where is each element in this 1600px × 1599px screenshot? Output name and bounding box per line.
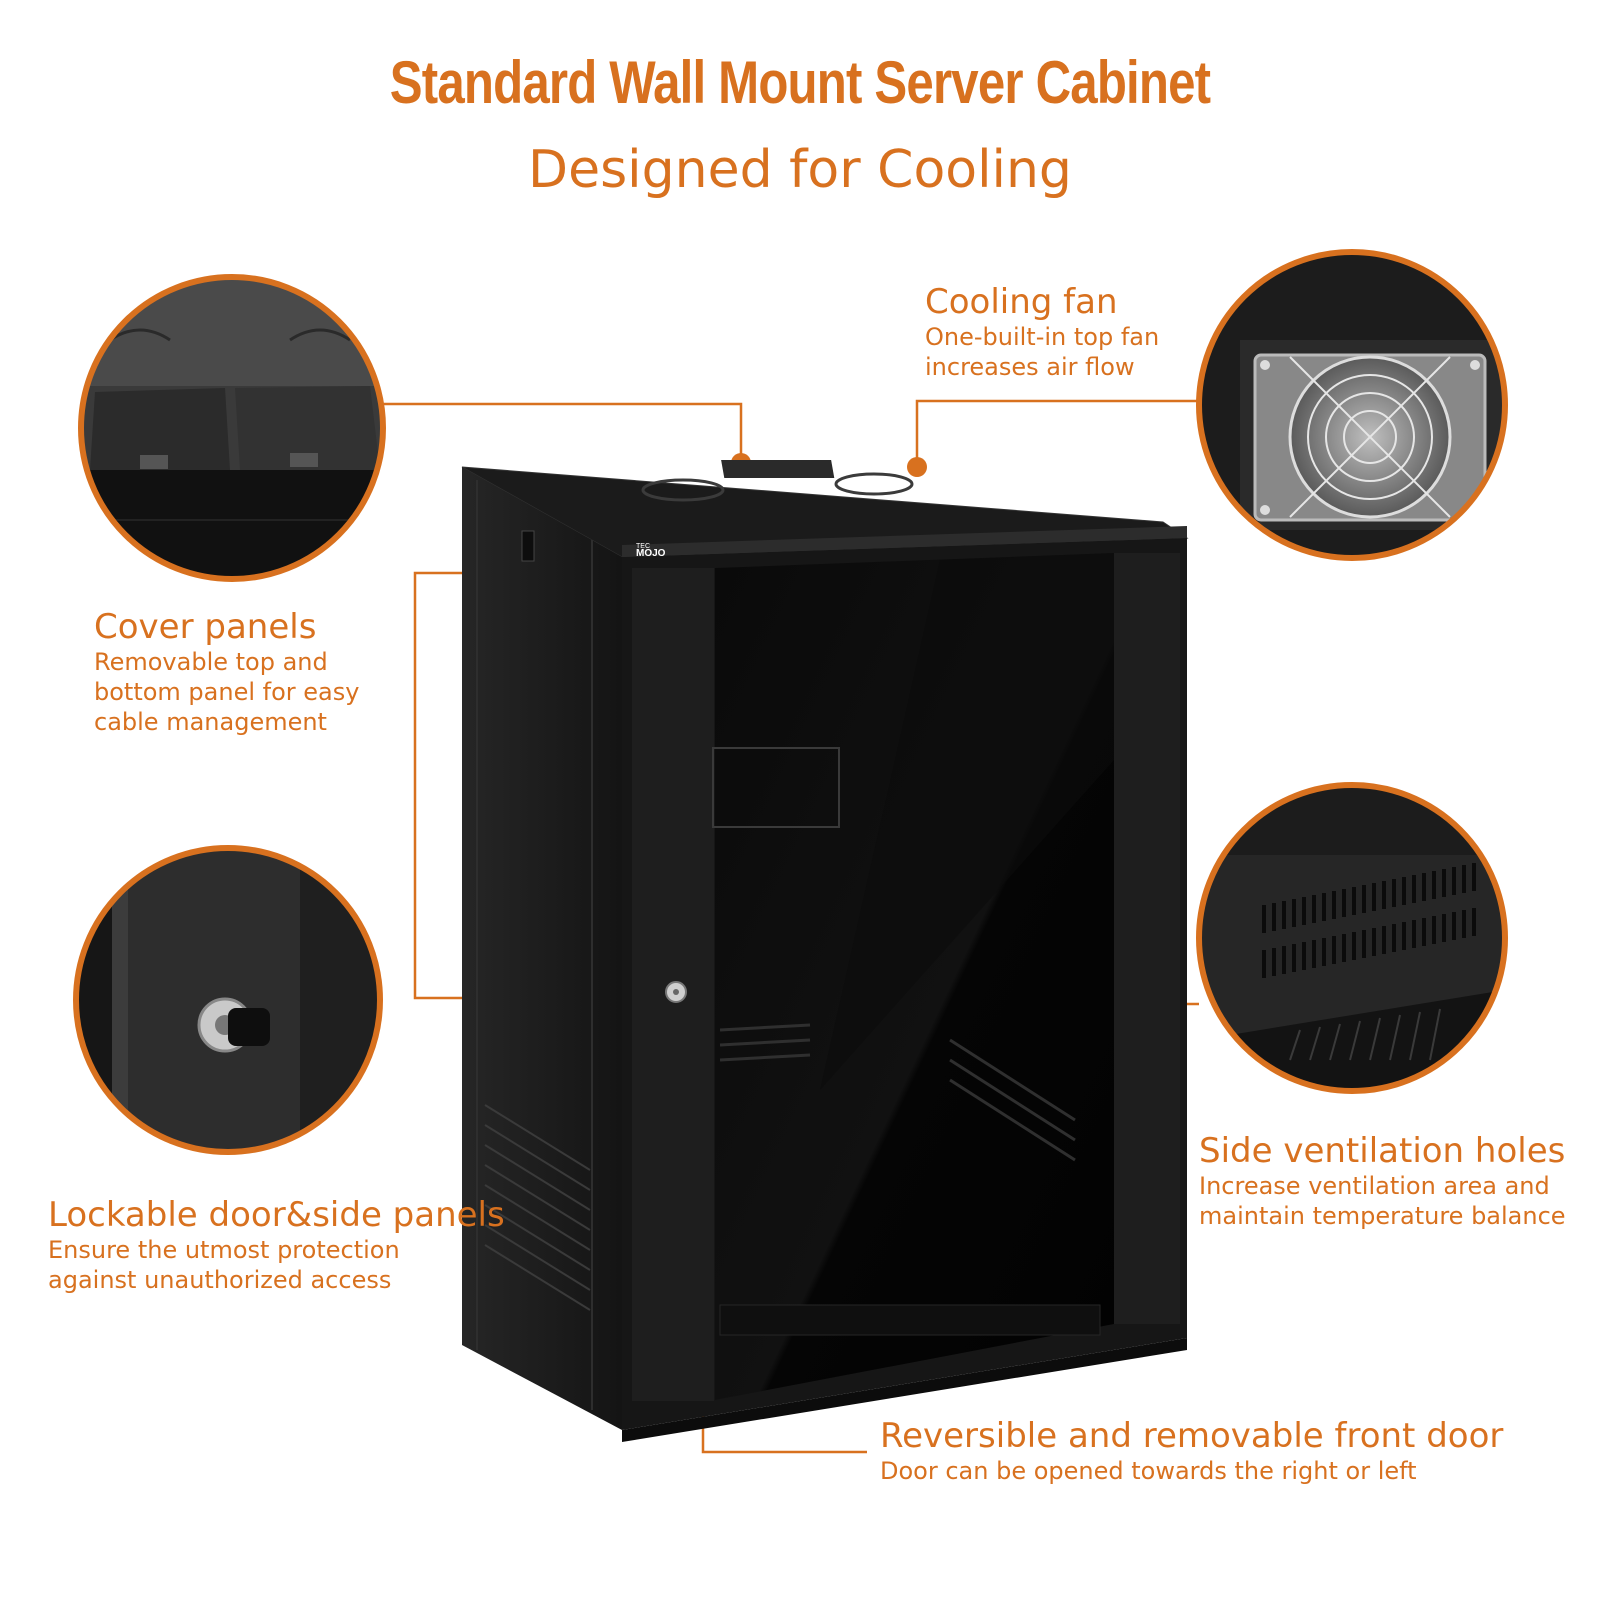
callout-cover-panels: Cover panels Removable top and bottom pa… xyxy=(94,607,359,737)
callout-line: Ensure the utmost protection xyxy=(48,1236,400,1264)
side-vent-slots xyxy=(484,1104,591,1311)
callout-line: cable management xyxy=(94,708,327,736)
top-cover-plate xyxy=(721,460,835,478)
interior-bracket xyxy=(712,747,840,828)
bottom-vent-panel xyxy=(719,1304,1101,1336)
interior-vents xyxy=(719,1023,1076,1162)
callout-line: Removable top and xyxy=(94,648,328,676)
callout-heading: Reversible and removable front door xyxy=(880,1416,1504,1456)
detail-circle-lock xyxy=(73,845,383,1155)
page-title: Standard Wall Mount Server Cabinet xyxy=(389,49,1211,116)
door-right-post xyxy=(1114,553,1180,1324)
brand-logo: MOJO xyxy=(636,548,666,559)
callout-heading: Cover panels xyxy=(94,607,317,647)
callout-line: Door can be opened towards the right or … xyxy=(880,1457,1417,1485)
detail-cover-panels xyxy=(81,277,383,579)
callout-line: increases air flow xyxy=(925,353,1135,381)
callout-line: against unauthorized access xyxy=(48,1266,392,1294)
callout-side-vents: Side ventilation holes Increase ventilat… xyxy=(1199,1131,1566,1231)
detail-circle-side-vents xyxy=(1196,782,1508,1094)
top-fan-cutout-left xyxy=(641,478,725,502)
callout-heading: Lockable door&side panels xyxy=(48,1195,505,1235)
callout-line: bottom panel for easy xyxy=(94,678,360,706)
connector-cover-top xyxy=(383,402,743,463)
cabinet-side-panel xyxy=(462,467,622,1430)
detail-side-vents xyxy=(1199,785,1505,1091)
page-subtitle: Designed for Cooling xyxy=(528,140,1072,200)
side-panel-latch xyxy=(521,530,535,562)
callout-line: maintain temperature balance xyxy=(1199,1202,1566,1230)
callout-lockable: Lockable door&side panels Ensure the utm… xyxy=(48,1195,505,1295)
callout-line: Increase ventilation area and xyxy=(1199,1172,1550,1200)
callout-front-door: Reversible and removable front door Door… xyxy=(880,1416,1503,1486)
connector-cooling-fan xyxy=(915,399,1199,463)
detail-circle-cover-panels xyxy=(78,274,386,582)
callout-heading: Cooling fan xyxy=(925,282,1118,322)
detail-cooling-fan xyxy=(1199,252,1505,558)
callout-heading: Side ventilation holes xyxy=(1199,1131,1566,1171)
callout-line: One-built-in top fan xyxy=(925,323,1160,351)
key-icon xyxy=(228,1008,270,1046)
callout-cooling-fan: Cooling fan One-built-in top fan increas… xyxy=(925,282,1159,382)
top-fan-cutout-right xyxy=(834,472,914,496)
detail-circle-cooling-fan xyxy=(1196,249,1508,561)
cabinet-base xyxy=(622,1338,1187,1442)
brand-logo-small: TEC xyxy=(636,543,650,550)
front-vent-strip xyxy=(622,526,1187,557)
server-cabinet: TEC MOJO xyxy=(461,460,1189,1442)
